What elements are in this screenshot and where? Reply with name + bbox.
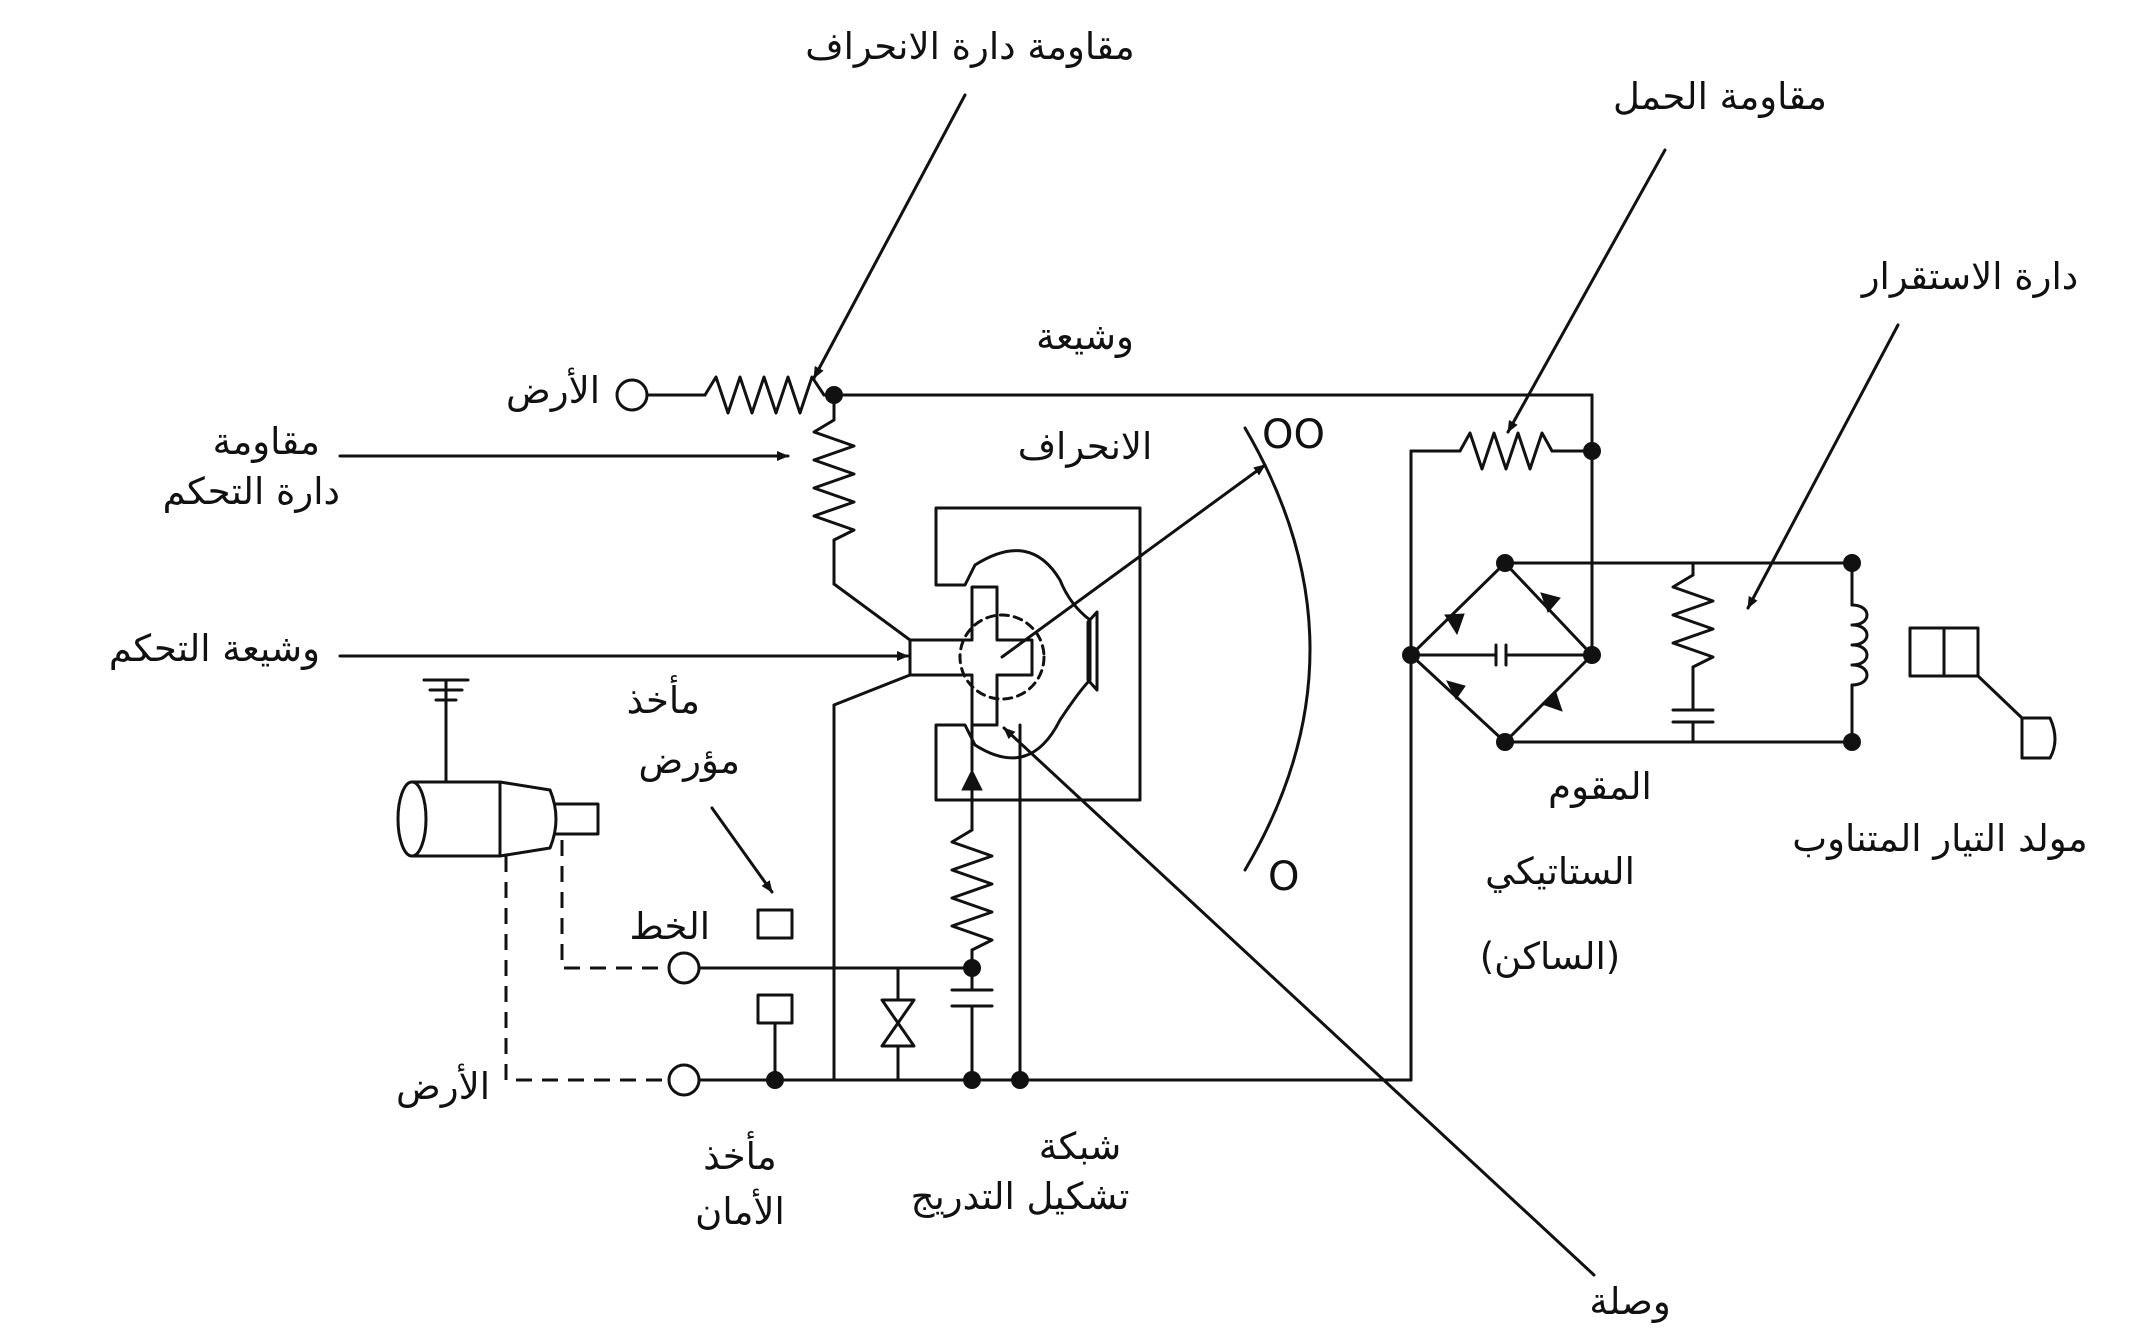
meter-armature <box>908 585 1034 727</box>
label-stabilizer-circuit: دارة الاستقرار <box>1861 255 2079 298</box>
label-load-resistor: مقاومة الحمل <box>1613 75 1827 118</box>
line-terminal <box>667 951 701 985</box>
spark-gap <box>880 998 916 1048</box>
stabilizer-resistor <box>1671 573 1715 669</box>
meter-housing <box>934 506 1142 802</box>
rectifier-bridge <box>1409 561 1594 744</box>
label-ac-generator: مولد التيار المتناوب <box>1792 817 2088 860</box>
ground-top-terminal <box>615 378 649 412</box>
ac-generator-wheel <box>2020 716 2057 760</box>
label-ground-top: الأرض <box>506 369 600 412</box>
ground-tap-box <box>756 908 794 940</box>
safety-tap-box <box>756 993 794 1025</box>
label-ground-tap-1: مأخذ <box>626 679 700 722</box>
scale-mark-oo: OO <box>1262 412 1325 458</box>
label-calibration-2: تشكيل التدريج <box>910 1175 1130 1218</box>
label-rectifier-1: المقوم <box>1548 765 1652 808</box>
label-control-resistor-1: مقاومة <box>212 420 320 463</box>
label-deflection: الانحراف <box>1017 425 1153 468</box>
scale-mark-o: O <box>1268 854 1300 900</box>
label-control-resistor-2: دارة التحكم <box>162 470 340 513</box>
label-deflection-resistor: مقاومة دارة الانحراف <box>805 25 1135 68</box>
label-line: الخط <box>629 905 710 948</box>
calibration-resistor <box>950 828 994 952</box>
label-rectifier-3: (الساكن) <box>1479 935 1621 978</box>
deflection-resistor <box>703 375 826 415</box>
label-calibration-1: شبكة <box>1038 1125 1122 1168</box>
meter-coil-dashed <box>958 613 1046 701</box>
label-safety-tap-1: مأخذ <box>703 1135 777 1178</box>
label-ground-bottom: الأرض <box>396 1065 490 1108</box>
scale-arc <box>1243 426 1312 872</box>
label-control-coil: وشيعة التحكم <box>108 627 320 670</box>
coax-cable-body <box>410 780 502 858</box>
label-connection: وصلة <box>1589 1280 1671 1323</box>
load-resistor <box>1458 431 1554 471</box>
control-resistor <box>812 418 856 542</box>
stabilizer-inductor <box>1850 603 1869 687</box>
label-safety-tap-2: الأمان <box>695 1190 785 1233</box>
label-rectifier-2: الستاتيكي <box>1485 850 1635 893</box>
label-coil: وشيعة <box>1036 315 1134 358</box>
ground-bottom-terminal <box>667 1063 701 1097</box>
label-ground-tap-2: مؤرض <box>638 739 740 782</box>
